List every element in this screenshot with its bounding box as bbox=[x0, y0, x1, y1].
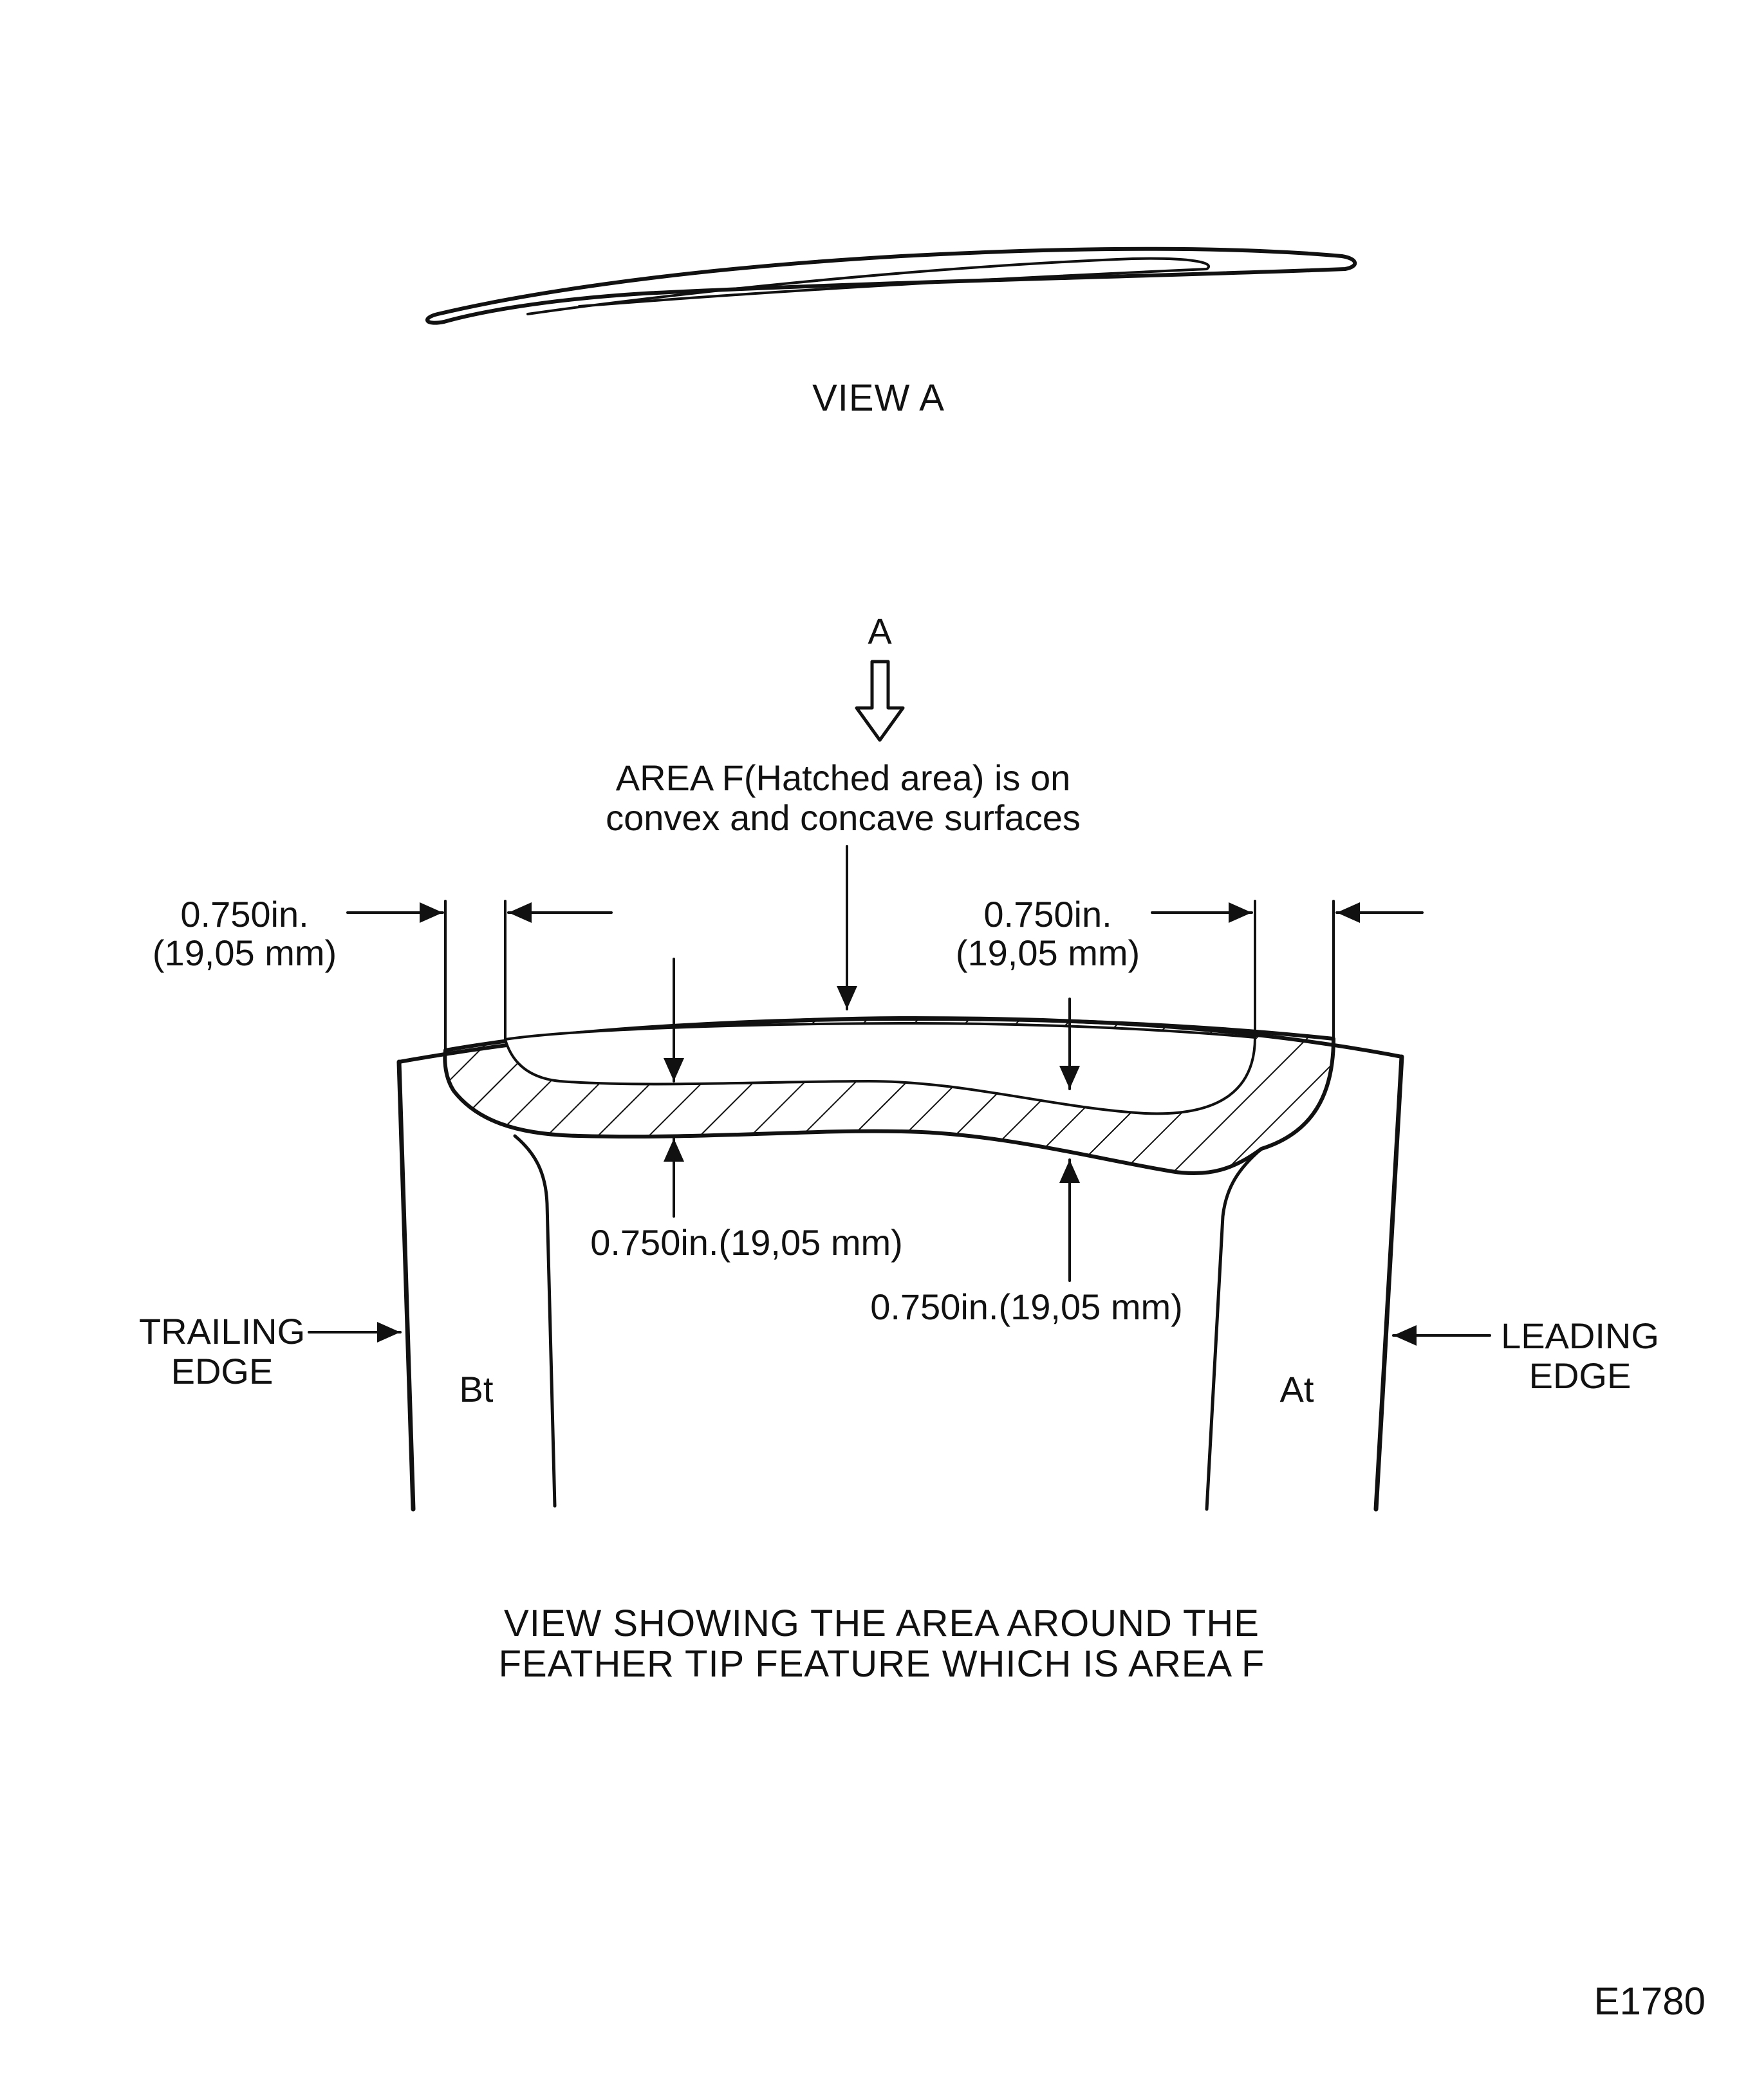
trailing-edge-label-line1: TRAILING bbox=[139, 1311, 305, 1352]
dimension-left-top bbox=[346, 900, 613, 1052]
dim-left-top-mm: (19,05 mm) bbox=[153, 933, 337, 973]
area-note-line1: AREA F(Hatched area) is on bbox=[616, 757, 1071, 798]
view-direction-letter: A bbox=[868, 611, 892, 651]
dim-right-depth-label: 0.750in.(19,05 mm) bbox=[870, 1287, 1183, 1327]
dim-left-top-inches: 0.750in. bbox=[180, 894, 308, 934]
main-caption-line1: VIEW SHOWING THE AREA AROUND THE bbox=[504, 1603, 1260, 1644]
dim-right-top-mm: (19,05 mm) bbox=[956, 933, 1140, 973]
dimension-right-top bbox=[1151, 900, 1424, 1040]
leading-edge-label-line1: LEADING bbox=[1501, 1315, 1659, 1356]
leading-edge-label-line2: EDGE bbox=[1529, 1355, 1632, 1396]
zone-bt-label: Bt bbox=[460, 1369, 494, 1409]
dim-right-top-inches: 0.750in. bbox=[983, 894, 1111, 934]
trailing-edge-label-line2: EDGE bbox=[171, 1351, 274, 1391]
blade-section-profile bbox=[425, 246, 1357, 325]
area-f-hatched bbox=[443, 1017, 1335, 1176]
view-direction-arrow bbox=[855, 660, 905, 742]
dim-left-depth-label: 0.750in.(19,05 mm) bbox=[590, 1222, 903, 1263]
figure-id: E1780 bbox=[1594, 1980, 1706, 2023]
zone-at-label: At bbox=[1280, 1369, 1314, 1409]
view-a-caption: VIEW A bbox=[812, 377, 945, 419]
area-note-line2: convex and concave surfaces bbox=[606, 797, 1081, 838]
main-caption-line2: FEATHER TIP FEATURE WHICH IS AREA F bbox=[499, 1643, 1265, 1685]
